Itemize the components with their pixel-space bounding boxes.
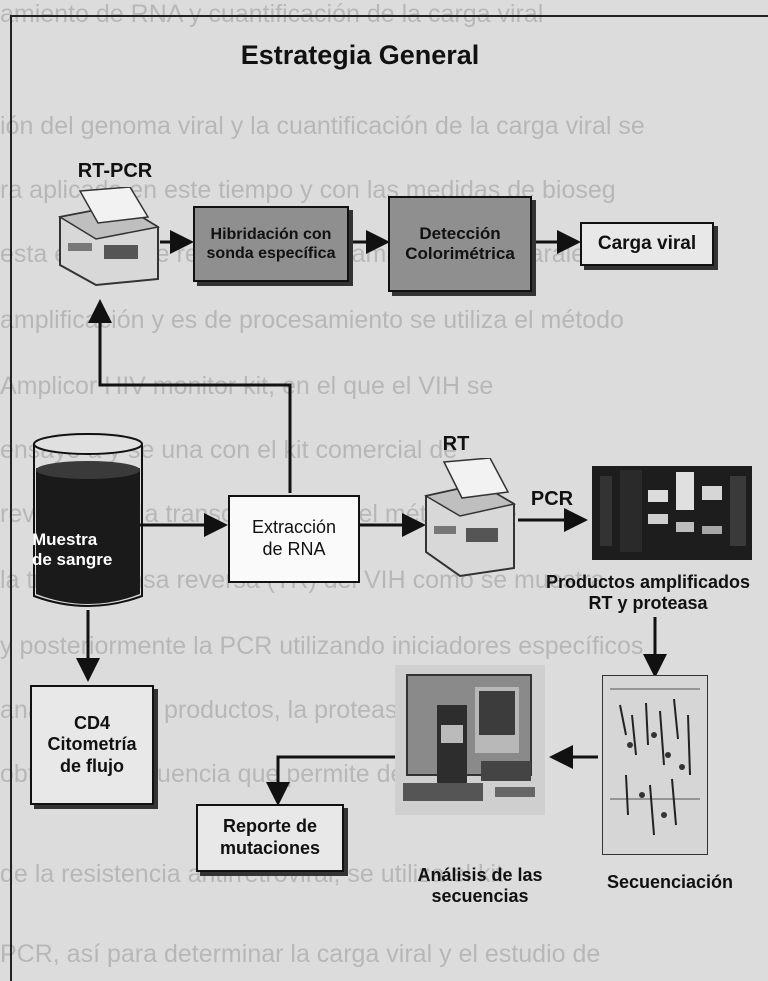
sequence-analysis-computer-image: [395, 665, 545, 815]
arrow-extraccion-to-rtpcr: [88, 299, 292, 493]
background-text-line: y posteriormente la PCR utilizando inici…: [0, 632, 644, 660]
pcr-gel-image: [592, 466, 752, 560]
deteccion-box: Detección Colorimétrica: [388, 196, 532, 292]
background-text-line: ión del genoma viral y la cuantificación…: [0, 112, 645, 140]
cd4-citometria-box: CD4 Citometría de flujo: [30, 685, 154, 805]
background-text-line: PCR, así para determinar la carga viral …: [0, 940, 601, 968]
reporte-mutaciones-box: Reporte de mutaciones: [196, 804, 344, 872]
thermocycler-rt-image: [423, 458, 517, 578]
background-text-line: amiento de RNA y cuantificación de la ca…: [0, 0, 544, 28]
carga-viral-box: Carga viral: [580, 222, 714, 266]
diagram-frame: [10, 15, 768, 981]
rtpcr-label: RT-PCR: [77, 160, 153, 182]
arrow-analisis-to-reporte: [266, 755, 395, 806]
pcr-label: PCR: [530, 488, 574, 510]
sequencing-gel-image: [602, 675, 708, 855]
hibridacion-box: Hibridación con sonda específica: [193, 206, 349, 282]
productos-amplificados-label: Productos amplificados RT y proteasa: [545, 572, 751, 613]
rt-label: RT: [442, 433, 470, 455]
diagram-title: Estrategia General: [240, 40, 480, 70]
secuenciacion-label: Secuenciación: [606, 872, 734, 892]
extraccion-rna-box: Extracción de RNA: [228, 495, 360, 583]
analisis-secuencias-label: Análisis de las secuencias: [417, 865, 543, 906]
muestra-sangre-label: Muestra de sangre: [32, 530, 113, 569]
thermocycler-rtpcr-image: [57, 187, 161, 287]
blood-sample-beaker-image: [33, 433, 143, 607]
